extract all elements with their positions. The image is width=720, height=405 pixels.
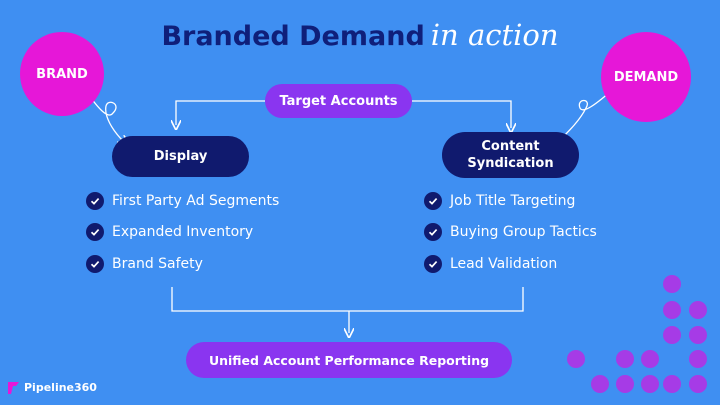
connector-target-to-display [176,100,265,125]
list-item-text: Job Title Targeting [450,192,576,209]
list-item: Expanded Inventory [86,217,279,249]
list-item: First Party Ad Segments [86,185,279,217]
list-item: Buying Group Tactics [424,217,597,249]
check-icon [86,223,104,242]
list-item-text: Brand Safety [112,255,203,272]
check-icon [424,191,442,210]
check-icon [86,191,104,210]
list-item-text: Expanded Inventory [112,224,254,241]
title-accent: in action [430,18,559,52]
reporting-label: Unified Account Performance Reporting [208,352,490,368]
check-icon [424,223,442,242]
content-syndication-node: Content Syndication [442,132,579,178]
logo: Pipeline360 [8,381,97,394]
demand-label: DEMAND [613,69,679,85]
check-icon [424,254,442,273]
logo-mark-icon [8,381,19,394]
list-item-text: First Party Ad Segments [112,192,280,209]
check-icon [86,254,104,273]
syndication-list: Job Title Targeting Buying Group Tactics… [424,185,597,280]
target-accounts-label: Target Accounts [279,93,398,109]
display-label: Display [153,149,208,164]
content-syndication-line-1: Content [481,139,540,154]
logo-text: Pipeline360 [24,381,97,394]
title-main: Branded Demand [161,21,425,52]
list-item-text: Buying Group Tactics [450,224,597,241]
demand-circle: DEMAND [601,32,691,122]
reporting-node: Unified Account Performance Reporting [186,342,512,378]
brand-circle: BRAND [20,32,104,116]
list-item-text: Lead Validation [450,255,558,272]
display-node: Display [112,136,249,177]
brand-label: BRAND [36,66,88,82]
content-syndication-line-2: Syndication [467,156,554,171]
connector-target-to-syndication [412,100,511,128]
list-item: Lead Validation [424,248,597,280]
list-item: Job Title Targeting [424,185,597,217]
target-accounts-node: Target Accounts [265,84,412,118]
brand-curly-arrow [84,89,124,142]
list-item: Brand Safety [86,248,279,280]
display-list: First Party Ad Segments Expanded Invento… [86,185,279,280]
demand-curly-arrow [558,91,611,142]
connector-display-to-reporting [171,287,349,312]
decorative-dots [567,275,707,393]
connector-syndication-to-reporting [349,287,524,312]
